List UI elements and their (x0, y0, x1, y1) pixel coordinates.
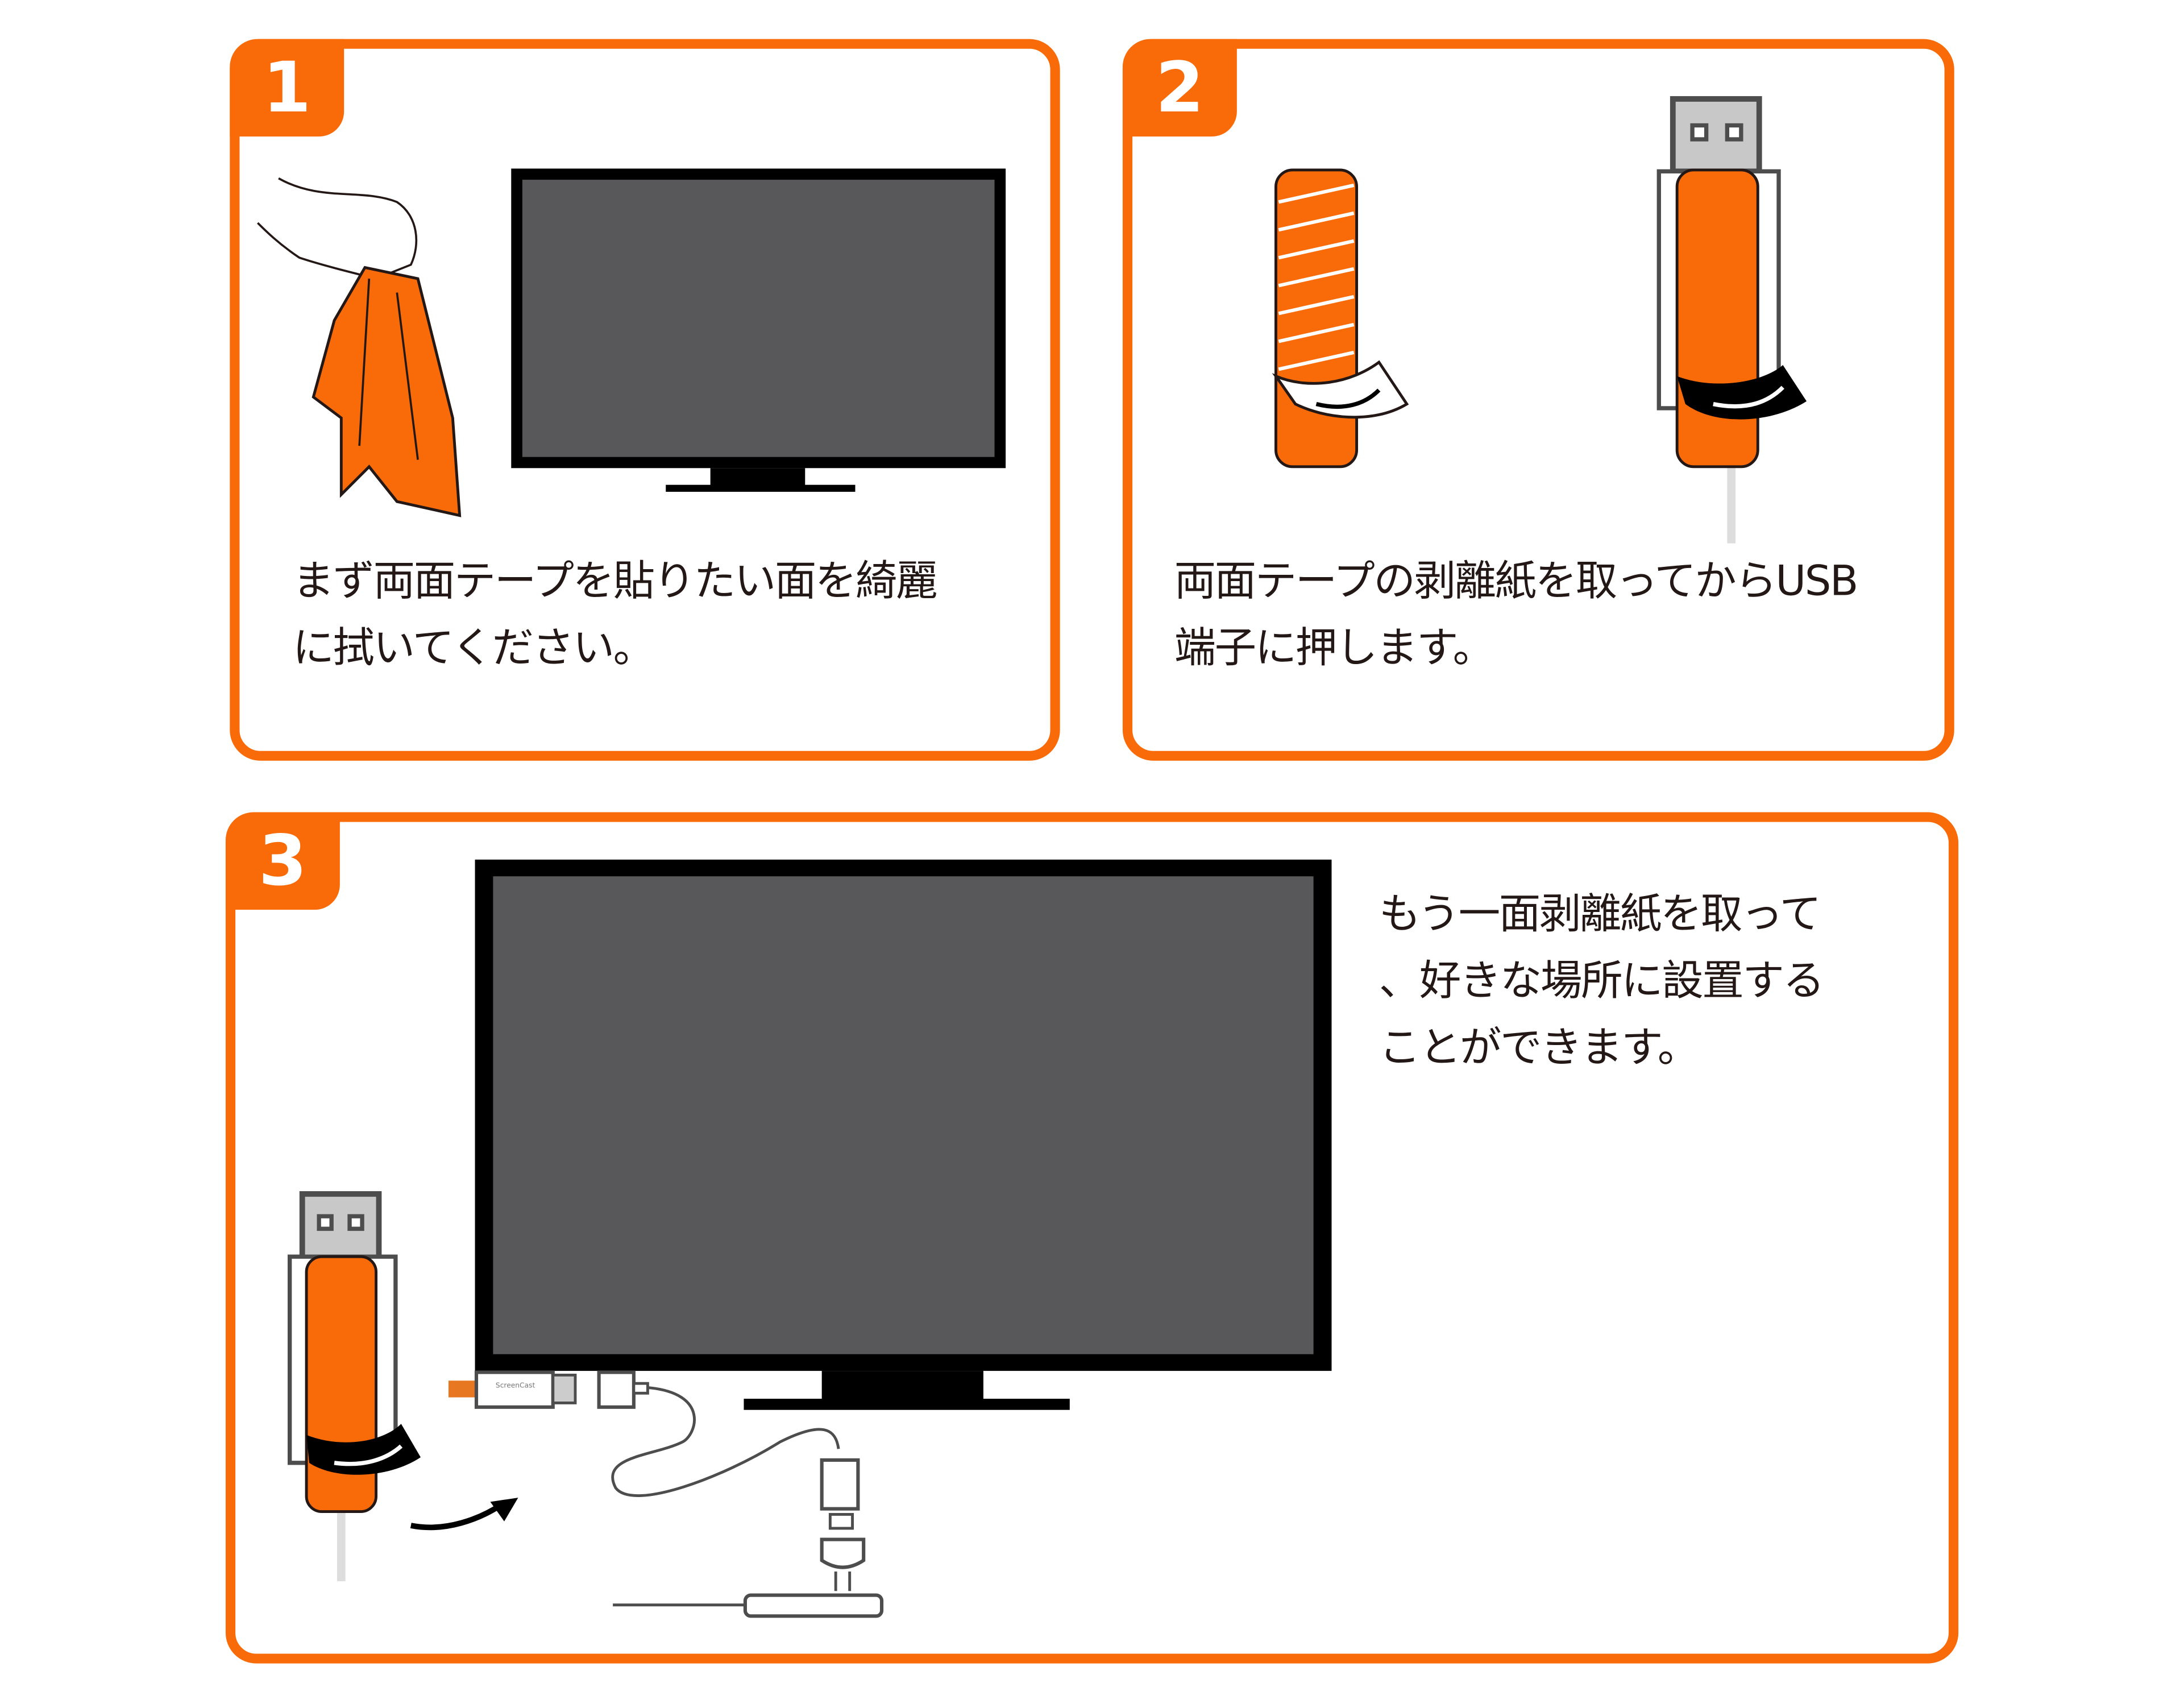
usb-stick-icon (287, 1191, 518, 1582)
step-3-text: もう一面剥離紙を取って、好きな場所に設置することができます。 (1379, 882, 1825, 1083)
screencast-dongle-icon (448, 1370, 884, 1618)
dongle-label: ScreenCast (495, 1382, 535, 1391)
text-line: 両面テープの剥離紙を取ってからUSB (1174, 557, 1859, 606)
hand-cloth-icon (257, 177, 462, 517)
double-sided-tape-icon (1272, 168, 1409, 469)
text-line: 、好きな場所に設置する (1379, 957, 1825, 1006)
tv-large-icon (475, 859, 1332, 1410)
step-3-badge: 3 (225, 812, 340, 910)
text-line: 端子に押します。 (1174, 624, 1495, 673)
usb-stick-icon (1656, 96, 1807, 544)
step-1-badge: 1 (230, 39, 344, 137)
step-2-text: 両面テープの剥離紙を取ってからUSB 端子に押します。 (1174, 549, 1859, 682)
step-2-panel: 2 (1122, 39, 1954, 761)
text-line: まず両面テープを貼りたい面を綺麗 (292, 557, 938, 606)
step-2-badge: 2 (1122, 39, 1237, 137)
text-line: に拭いてください。 (292, 624, 655, 673)
step-1-text: まず両面テープを貼りたい面を綺麗に拭いてください。 (292, 549, 938, 682)
text-line: ことができます。 (1379, 1023, 1700, 1073)
text-line: もう一面剥離紙を取って (1379, 890, 1821, 939)
tv-icon (511, 168, 1006, 492)
